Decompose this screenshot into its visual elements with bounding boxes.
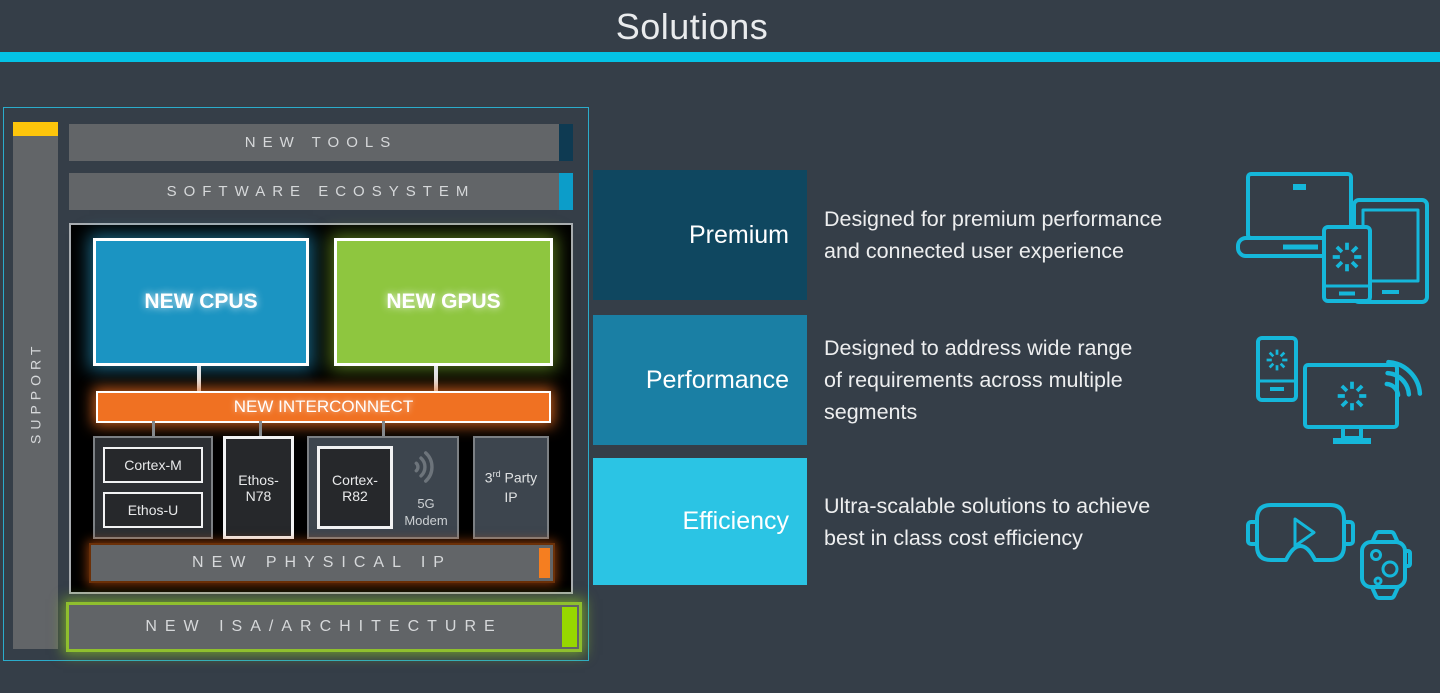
5g-modem-block: 5G Modem: [395, 438, 457, 537]
connector-line: [259, 421, 262, 438]
platform-diagram: SUPPORT NEW TOOLS SOFTWARE ECOSYSTEM NEW…: [3, 107, 589, 661]
efficiency-description: Ultra-scalable solutions to achieve best…: [824, 493, 1151, 550]
support-bar: SUPPORT: [13, 122, 58, 649]
performance-label: Performance: [645, 365, 789, 394]
premium-devices-icons: [1236, 172, 1429, 304]
connector-line: [152, 421, 155, 438]
connector-line: [382, 421, 385, 438]
software-ecosystem-label: SOFTWARE ECOSYSTEM: [166, 183, 476, 200]
ethos-u-block: Ethos-U: [103, 492, 203, 528]
new-isa-architecture-label: NEW ISA/ARCHITECTURE: [145, 618, 503, 635]
software-ecosystem-accent: [559, 173, 573, 210]
new-isa-architecture-bar: NEW ISA/ARCHITECTURE: [66, 602, 582, 652]
vr-headset-icon: [1246, 503, 1355, 562]
performance-devices-icons: [1256, 336, 1423, 444]
new-cpus-block: NEW CPUS: [93, 238, 309, 366]
efficiency-label: Efficiency: [682, 507, 789, 535]
third-party-ip-label: 3rd Party IP: [484, 469, 538, 505]
third-party-ip-block: 3rd Party IP: [473, 436, 549, 539]
performance-description: Designed to address wide range of requir…: [824, 336, 1133, 424]
premium-label: Premium: [688, 220, 789, 249]
new-gpus-block: NEW GPUS: [334, 238, 553, 366]
smart-tv-icon: [1303, 363, 1399, 444]
gpu-connector-line: [434, 366, 438, 393]
cortex-m-ethos-u-group: Cortex-M Ethos-U: [93, 436, 213, 539]
efficiency-tier-box: Efficiency: [593, 458, 807, 585]
performance-tier-box: Performance: [593, 315, 807, 445]
new-interconnect-block: NEW INTERCONNECT: [96, 391, 551, 423]
software-ecosystem-bar: SOFTWARE ECOSYSTEM: [69, 173, 573, 210]
support-bar-cap: [13, 122, 58, 136]
cortex-r82-modem-group: Cortex-R82 5G Modem: [307, 436, 459, 539]
efficiency-devices-icons: [1246, 503, 1412, 600]
cortex-m-block: Cortex-M: [103, 447, 203, 483]
wifi-signal-icon: [1384, 359, 1423, 398]
smartphone-icon: [1322, 225, 1372, 303]
laptop-icon: [1236, 172, 1353, 258]
new-physical-ip-accent: [539, 548, 550, 578]
cortex-r82-label: Cortex-R82: [332, 471, 378, 504]
premium-description: Designed for premium performance and con…: [824, 207, 1163, 263]
tablet-icon: [1352, 198, 1429, 304]
soc-core-box: NEW CPUS NEW GPUS NEW INTERCONNECT Corte…: [69, 223, 573, 594]
ethos-n78-block: Ethos-N78: [223, 436, 294, 539]
support-label: SUPPORT: [27, 341, 44, 444]
title-divider: [0, 52, 1440, 62]
signal-waves-icon: [414, 450, 434, 483]
new-tools-accent: [559, 124, 573, 161]
new-physical-ip-label: NEW PHYSICAL IP: [192, 554, 452, 571]
smartwatch-icon: [1360, 530, 1412, 600]
page-title: Solutions: [615, 6, 769, 47]
premium-tier-box: Premium: [593, 170, 807, 300]
5g-modem-label: 5G Modem: [404, 495, 448, 528]
ethos-n78-label: Ethos-N78: [238, 471, 279, 504]
new-tools-label: NEW TOOLS: [244, 134, 398, 151]
smartphone-icon: [1256, 336, 1298, 402]
new-isa-architecture-accent: [562, 607, 577, 647]
cpu-connector-line: [197, 366, 201, 393]
new-physical-ip-bar: NEW PHYSICAL IP: [89, 543, 555, 583]
cortex-r82-block: Cortex-R82: [317, 446, 393, 529]
new-tools-bar: NEW TOOLS: [69, 124, 573, 161]
